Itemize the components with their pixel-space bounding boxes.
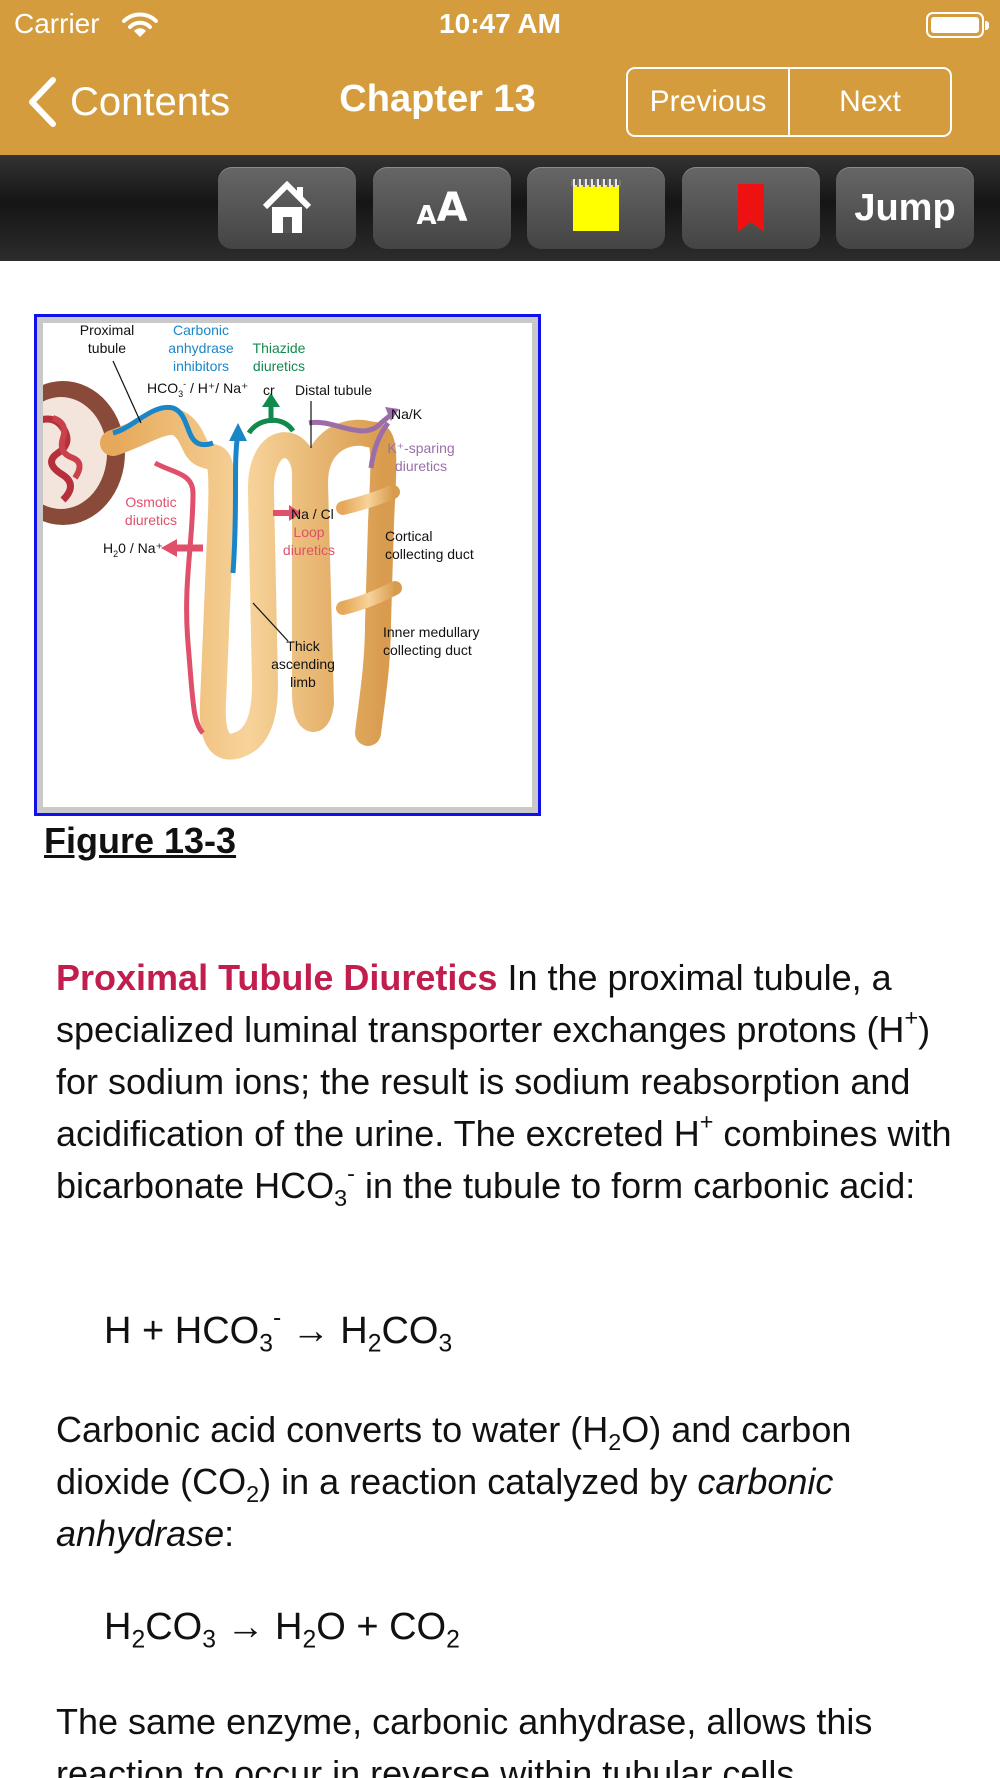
svg-text:diuretics: diuretics bbox=[253, 358, 305, 374]
svg-text:Thiazide: Thiazide bbox=[253, 340, 306, 356]
svg-text:diuretics: diuretics bbox=[125, 512, 177, 528]
prev-next-segmented-control: Previous Next bbox=[626, 67, 952, 137]
svg-text:Cortical: Cortical bbox=[385, 528, 432, 544]
section-heading: Proximal Tubule Diuretics bbox=[56, 957, 498, 998]
svg-text:Osmotic: Osmotic bbox=[125, 494, 176, 510]
svg-text:Na / Cl: Na / Cl bbox=[291, 506, 334, 522]
paragraph-carbonic-acid: Carbonic acid converts to water (H2O) an… bbox=[56, 1409, 852, 1554]
notes-button[interactable] bbox=[527, 167, 665, 249]
battery-icon bbox=[926, 12, 989, 38]
home-icon bbox=[262, 181, 312, 233]
bookmark-button[interactable] bbox=[682, 167, 820, 249]
status-bar: Carrier 10:47 AM bbox=[0, 0, 1000, 50]
svg-text:diuretics: diuretics bbox=[283, 542, 335, 558]
svg-text:anhydrase: anhydrase bbox=[168, 340, 234, 356]
svg-text:collecting duct: collecting duct bbox=[383, 642, 472, 658]
loop-label: Loop diuretics bbox=[283, 524, 335, 558]
svg-text:Carbonic: Carbonic bbox=[173, 323, 229, 338]
glomerulus-illustration bbox=[43, 381, 125, 525]
svg-text:Na/K: Na/K bbox=[391, 406, 423, 422]
carrier-label: Carrier bbox=[14, 8, 100, 39]
equation-carbonic-acid-formation: H + HCO3- → H2CO3 bbox=[104, 1304, 453, 1358]
thiazide-label: Thiazide diuretics bbox=[253, 340, 306, 374]
svg-text:K⁺-sparing: K⁺-sparing bbox=[387, 440, 454, 456]
svg-text:tubule: tubule bbox=[88, 340, 126, 356]
svg-text:diuretics: diuretics bbox=[395, 458, 447, 474]
svg-text:inhibitors: inhibitors bbox=[173, 358, 229, 374]
svg-text:Loop: Loop bbox=[293, 524, 324, 540]
k-sparing-label: K⁺-sparing diuretics bbox=[387, 440, 454, 474]
figure-labels: Proximal tubule HCO3- / H⁺/ Na⁺ cr Dista… bbox=[80, 323, 480, 690]
next-button[interactable]: Next bbox=[788, 69, 950, 135]
navigation-bar: Carrier 10:47 AM Contents Chapter 13 Pre… bbox=[0, 0, 1000, 155]
svg-text:cr: cr bbox=[263, 382, 275, 398]
wifi-icon bbox=[122, 12, 158, 37]
bookmark-icon bbox=[738, 184, 764, 232]
h2o-label: H20 / Na⁺ bbox=[103, 540, 163, 559]
svg-text:Thick: Thick bbox=[286, 638, 320, 654]
svg-text:ascending: ascending bbox=[271, 656, 335, 672]
paragraph-reverse-reaction: The same enzyme, carbonic anhydrase, all… bbox=[56, 1701, 873, 1778]
paragraph-proximal-tubule: Proximal Tubule Diuretics In the proxima… bbox=[56, 957, 952, 1212]
page-title: Chapter 13 bbox=[339, 78, 536, 120]
hco3-label: HCO3- / H⁺/ Na⁺ bbox=[147, 379, 248, 399]
figure-caption-link[interactable]: Figure 13-3 bbox=[44, 820, 237, 861]
previous-button[interactable]: Previous bbox=[649, 85, 767, 118]
svg-text:Distal tubule: Distal tubule bbox=[295, 382, 372, 398]
figure-13-3-image[interactable]: Proximal tubule HCO3- / H⁺/ Na⁺ cr Dista… bbox=[34, 314, 541, 816]
jump-button[interactable]: Jump bbox=[836, 167, 974, 249]
chevron-left-icon bbox=[29, 77, 56, 127]
carbonic-label: Carbonic anhydrase inhibitors bbox=[168, 323, 234, 374]
jump-button-label: Jump bbox=[854, 186, 956, 229]
nephron-diagram: Proximal tubule HCO3- / H⁺/ Na⁺ cr Dista… bbox=[43, 323, 532, 807]
svg-text:collecting duct: collecting duct bbox=[385, 546, 474, 562]
osmotic-label: Osmotic diuretics bbox=[125, 494, 177, 528]
back-button[interactable]: Contents bbox=[26, 72, 230, 132]
status-time: 10:47 AM bbox=[439, 8, 561, 39]
back-button-label: Contents bbox=[70, 79, 231, 124]
nephron-tubule bbox=[100, 409, 397, 760]
diuretic-arrows bbox=[112, 393, 399, 735]
equation-carbonic-acid-breakdown: H2CO3 → H2O + CO2 bbox=[104, 1606, 460, 1654]
svg-text:limb: limb bbox=[290, 674, 316, 690]
home-button[interactable] bbox=[218, 167, 356, 249]
leader-lines bbox=[112, 360, 312, 642]
svg-text:Inner medullary: Inner medullary bbox=[383, 624, 480, 640]
sticky-note-icon bbox=[571, 179, 621, 231]
svg-text:Proximal: Proximal bbox=[80, 323, 134, 338]
